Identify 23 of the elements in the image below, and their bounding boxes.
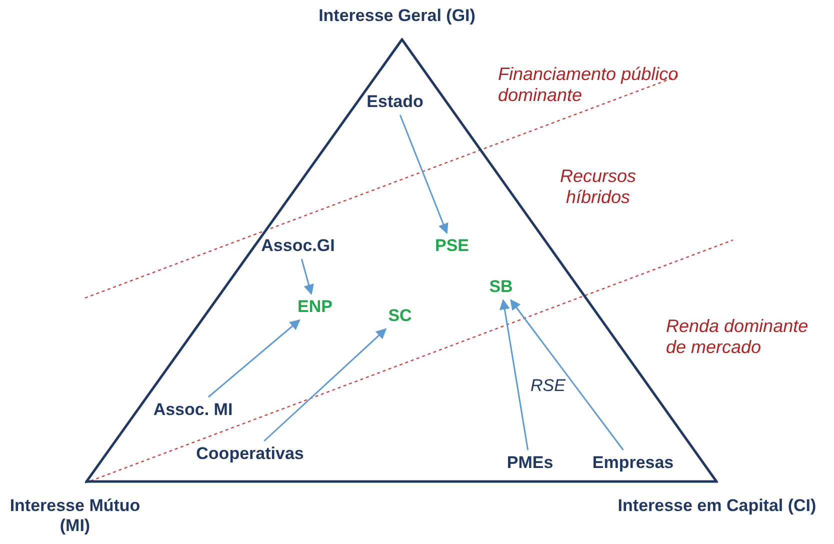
arrow xyxy=(510,299,624,450)
category-heading: Renda dominante de mercado xyxy=(666,316,810,358)
arrow xyxy=(208,319,300,398)
category-label: SB xyxy=(489,277,513,297)
category-label: PSE xyxy=(434,236,470,256)
edge-note: RSE xyxy=(530,376,566,396)
arrow xyxy=(399,114,448,234)
actor-label: PMEs xyxy=(506,453,554,473)
category-label: SC xyxy=(388,306,412,326)
actor-label: Estado xyxy=(366,92,424,112)
category-label: ENP xyxy=(298,297,332,317)
arrow xyxy=(264,328,387,442)
title: Interesse Geral (GI) xyxy=(318,6,476,26)
arrow xyxy=(300,258,314,295)
actor-label: Empresas xyxy=(592,453,674,473)
arrow xyxy=(500,298,529,450)
corner-label: Interesse em Capital (CI) xyxy=(617,496,817,516)
actor-label: Cooperativas xyxy=(196,444,304,464)
category-heading: Financiamento público dominante xyxy=(498,64,680,106)
actor-label: Assoc.GI xyxy=(261,236,335,256)
corner-label: Interesse Mútuo (MI) xyxy=(8,496,142,536)
category-heading: Recursos híbridos xyxy=(558,166,638,208)
actor-label: Assoc. MI xyxy=(153,400,233,420)
